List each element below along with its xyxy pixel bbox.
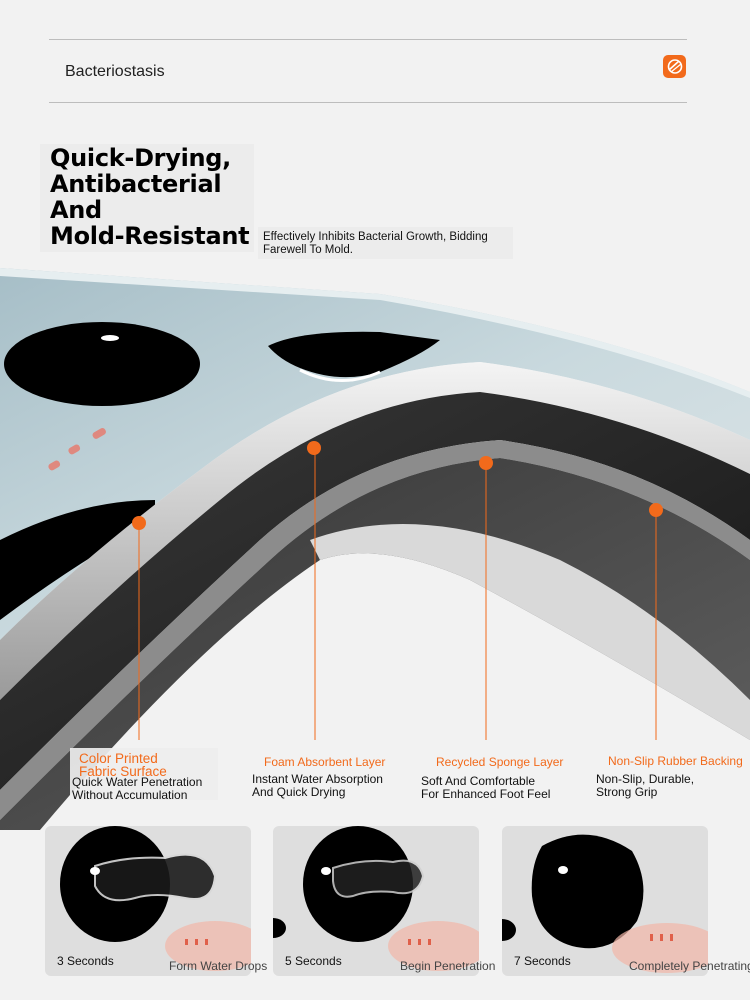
layer-marker-backing [649, 503, 663, 517]
headline: Quick-Drying, Antibacterial And Mold-Res… [50, 145, 280, 249]
layer-desc-line: Non-Slip, Durable, [596, 772, 695, 786]
water-drop-illustration [60, 826, 251, 971]
layer-title-line: Recycled Sponge Layer [436, 755, 564, 769]
header-top-rule [49, 39, 687, 40]
layer-desc-backing: Non-Slip, Durable, Strong Grip [596, 773, 694, 799]
layer-title-line: Non-Slip Rubber Backing [608, 754, 743, 768]
stage-caption: Completely Penetrating [629, 959, 750, 973]
layer-title-sponge: Recycled Sponge Layer [436, 755, 563, 769]
layer-title-fabric: Color Printed Fabric Surface [79, 751, 199, 779]
layer-desc-fabric: Quick Water Penetration Without Accumula… [72, 776, 202, 802]
layer-desc-line: Soft And Comfortable [421, 774, 536, 788]
layer-desc-line: Strong Grip [596, 785, 658, 799]
stage-panel-5s: 5 Seconds [273, 826, 479, 976]
layer-marker-foam [307, 441, 321, 455]
layer-desc-line: Instant Water Absorption [252, 772, 383, 786]
layer-desc-line: Without Accumulation [72, 788, 188, 802]
headline-line: Antibacterial [50, 170, 222, 198]
water-penetration-illustration [273, 826, 479, 971]
layer-title-line: Color Printed [79, 751, 158, 766]
stage-caption: Begin Penetration [400, 959, 496, 973]
layer-marker-fabric [132, 516, 146, 530]
subtitle: Effectively Inhibits Bacterial Growth, B… [263, 231, 488, 256]
stage-time: 3 Seconds [57, 954, 114, 968]
layer-desc-line: For Enhanced Foot Feel [421, 787, 551, 801]
layer-desc-foam: Instant Water Absorption And Quick Dryin… [252, 773, 383, 799]
header-bottom-rule [49, 102, 687, 103]
header-title: Bacteriostasis [65, 63, 165, 80]
fabric-badge-icon [663, 55, 686, 78]
headline-backdrop [40, 144, 254, 252]
headline-line: And [50, 196, 102, 224]
layer-title-line: Fabric Surface [79, 764, 167, 779]
fully-penetrated-illustration [502, 834, 708, 973]
stage-time: 5 Seconds [285, 954, 342, 968]
layer-title-backing: Non-Slip Rubber Backing [608, 754, 743, 768]
layer-marker-sponge [479, 456, 493, 470]
layer-title-foam: Foam Absorbent Layer [264, 755, 385, 769]
layer-title-line: Foam Absorbent Layer [264, 755, 386, 769]
stage-caption: Form Water Drops [169, 959, 268, 973]
stage-panel-7s: 7 Seconds [502, 826, 708, 976]
subtitle-backdrop [258, 227, 513, 259]
layer-desc-sponge: Soft And Comfortable For Enhanced Foot F… [421, 775, 550, 801]
headline-line: Mold-Resistant [50, 222, 250, 250]
stage-panel-3s: 3 Seconds [45, 826, 251, 976]
callout-backdrop [70, 748, 218, 800]
layer-desc-line: Quick Water Penetration [72, 775, 203, 789]
layer-desc-line: And Quick Drying [252, 785, 346, 799]
stage-time: 7 Seconds [514, 954, 571, 968]
headline-line: Quick-Drying, [50, 144, 231, 172]
